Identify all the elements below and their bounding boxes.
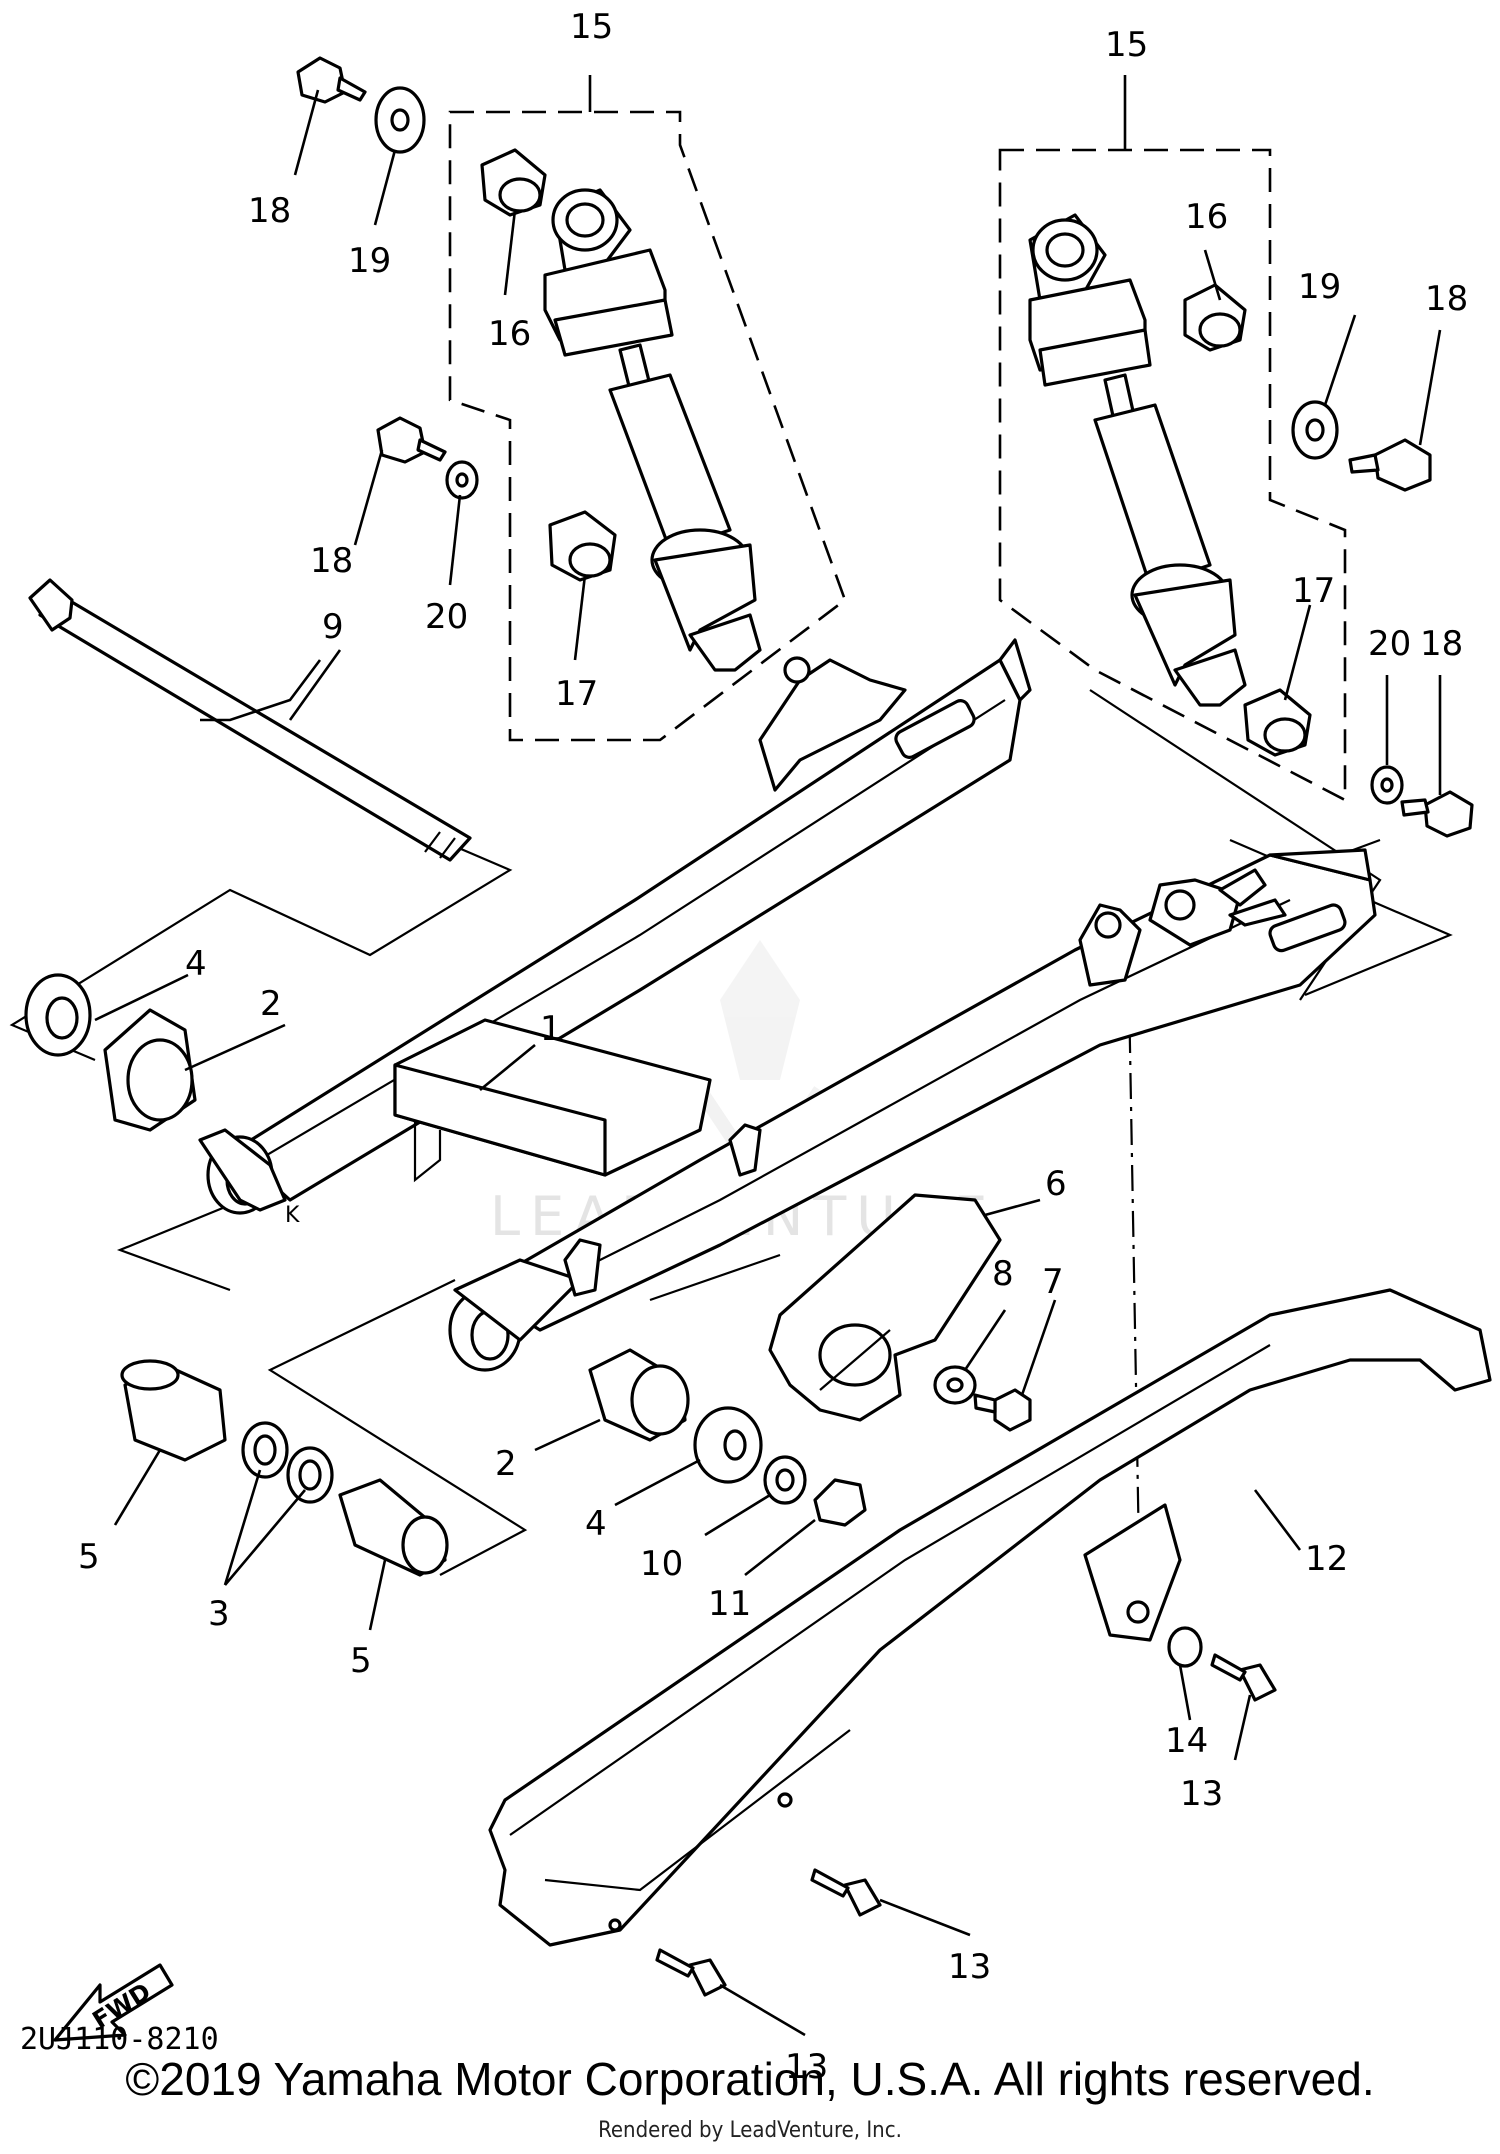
callout-15-right: 15 <box>1105 25 1148 65</box>
callout-12: 12 <box>1305 1539 1348 1579</box>
callout-17-left: 17 <box>555 674 598 714</box>
rear-shock-left <box>543 188 762 672</box>
callout-14: 14 <box>1165 1721 1208 1761</box>
callout-13-bottom: 13 <box>785 2047 828 2087</box>
callout-15-left: 15 <box>570 7 613 47</box>
callout-20-left: 20 <box>425 597 468 637</box>
callout-3: 3 <box>208 1594 230 1634</box>
shock-bushings <box>480 148 1312 757</box>
callout-18-top-right: 18 <box>1425 279 1468 319</box>
shock-group-box-left <box>448 110 847 742</box>
rendered-by-notice: Rendered by LeadVenture, Inc. <box>598 2118 902 2143</box>
callout-6: 6 <box>1045 1164 1067 1204</box>
callout-8: 8 <box>992 1254 1014 1294</box>
leader-lines <box>94 75 1442 2037</box>
shock-group-box-right <box>998 148 1347 803</box>
callout-17-right: 17 <box>1292 571 1335 611</box>
swingarm: K <box>198 638 1377 1372</box>
callout-10: 10 <box>640 1544 683 1584</box>
copyright-notice: ©2019 Yamaha Motor Corporation, U.S.A. A… <box>125 2053 1375 2105</box>
callout-19-left: 19 <box>348 241 391 281</box>
callout-1: 1 <box>540 1009 562 1049</box>
callout-20-right: 20 <box>1368 624 1411 664</box>
callout-7: 7 <box>1042 1262 1064 1302</box>
callout-19-right: 19 <box>1298 267 1341 307</box>
chain-guide <box>768 1193 1002 1422</box>
callout-18-top-left: 18 <box>248 191 291 231</box>
callout-13-mid: 13 <box>948 1947 991 1987</box>
callout-16-left: 16 <box>488 314 531 354</box>
diagram-code: 2UJ110-8210 <box>20 2022 219 2057</box>
pivot-parts-right <box>588 1348 867 1527</box>
callout-2-bottom: 2 <box>495 1444 517 1484</box>
callout-5-left: 5 <box>78 1537 100 1577</box>
chain-cover <box>488 1288 1492 1947</box>
callout-4-bottom: 4 <box>585 1504 607 1544</box>
rear-shock-right <box>1028 213 1247 707</box>
callout-18-mid-right: 18 <box>1420 624 1463 664</box>
callout-labels: 15 15 18 19 16 18 20 17 9 16 19 18 17 20… <box>78 7 1468 2087</box>
callout-9: 9 <box>322 607 344 647</box>
callout-5-right: 5 <box>350 1641 372 1681</box>
callout-4-top: 4 <box>185 944 207 984</box>
callout-16-right: 16 <box>1185 197 1228 237</box>
shock-bolts-and-washers <box>296 56 1474 838</box>
swingarm-mark: K <box>285 1203 300 1228</box>
callout-2-top: 2 <box>260 984 282 1024</box>
callout-13-right: 13 <box>1180 1774 1223 1814</box>
chain-cover-screws <box>655 1626 1277 1997</box>
pivot-shaft <box>28 578 472 862</box>
pivot-parts-left <box>24 973 197 1132</box>
guide-bolt-washer <box>933 1365 1032 1432</box>
pivot-collars <box>120 1359 449 1577</box>
callout-11: 11 <box>708 1584 751 1624</box>
callout-18-mid-left: 18 <box>310 541 353 581</box>
